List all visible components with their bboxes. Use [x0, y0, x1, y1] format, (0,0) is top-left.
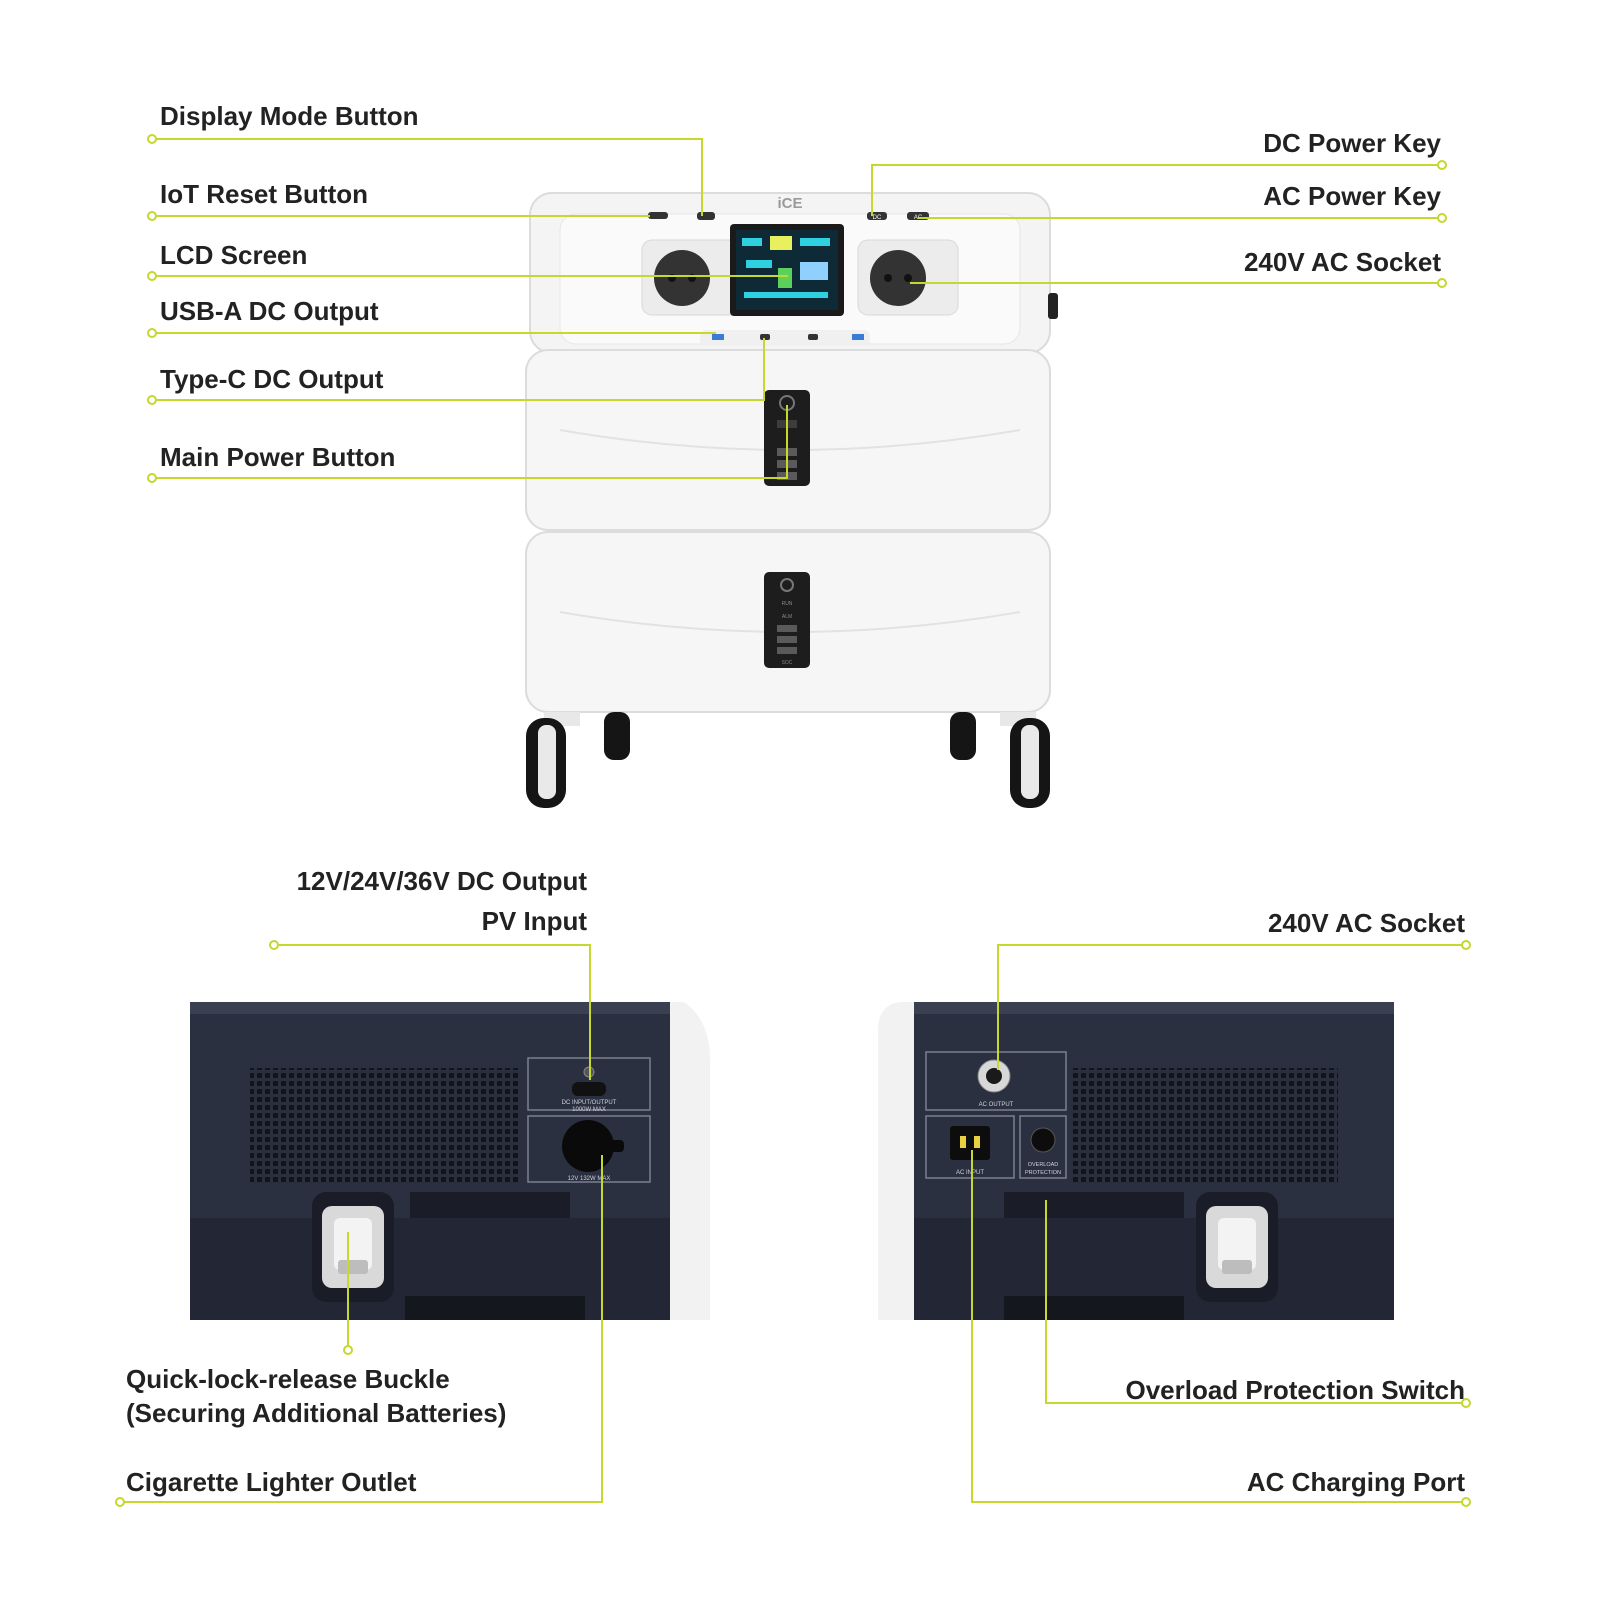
rear-left-device: DC INPUT/OUTPUT 1000W MAX 12V 132W MAX	[190, 1002, 710, 1320]
ac-input-panel	[925, 1115, 1015, 1179]
label-quick-lock-buckle-line1: Quick-lock-release Buckle	[126, 1364, 450, 1394]
overload-panel	[1019, 1115, 1067, 1179]
usb-a-port-1[interactable]	[712, 334, 724, 340]
label-ac-charging-port: AC Charging Port	[1246, 1467, 1465, 1497]
ac-output-panel	[925, 1051, 1067, 1111]
quick-lock-buckle-device[interactable]	[312, 1192, 394, 1302]
leader-type-c	[152, 338, 765, 401]
battery-run-text: RUN	[782, 601, 793, 607]
overload-label-2: PROTECTION	[1025, 1170, 1061, 1176]
label-iot-reset-button: IoT Reset Button	[160, 179, 368, 209]
dc-key-text: DC	[873, 215, 882, 221]
usb-a-port-2[interactable]	[852, 334, 864, 340]
label-lcd-screen: LCD Screen	[160, 240, 308, 270]
battery-2-panel	[764, 572, 810, 668]
leader-lines	[115, 134, 1471, 1507]
rear-right-device: AC OUTPUT AC INPUT OVERLOAD PROTECTION	[878, 1002, 1394, 1320]
leader-charging	[971, 1150, 1466, 1503]
right-ac-socket[interactable]	[870, 250, 926, 306]
dc-io-label-2: 1000W MAX	[572, 1107, 606, 1113]
cig-label: 12V 132W MAX	[568, 1176, 611, 1182]
dc-io-port[interactable]	[572, 1082, 606, 1096]
iot-reset-button-device[interactable]	[648, 212, 668, 219]
rear-right-buckle[interactable]	[1196, 1192, 1278, 1302]
label-dc-output-12-24-36v: 12V/24V/36V DC Output	[296, 866, 587, 896]
ac-output-label: AC OUTPUT	[979, 1102, 1014, 1108]
battery-alm-text: ALM	[782, 614, 792, 620]
overload-label-1: OVERLOAD	[1028, 1162, 1059, 1168]
label-pv-input: PV Input	[481, 906, 587, 936]
cig-panel	[527, 1115, 651, 1183]
label-240v-ac-socket-rear: 240V AC Socket	[1267, 908, 1465, 938]
dc-io-label-1: DC INPUT/OUTPUT	[562, 1100, 617, 1106]
battery-2-power-icon	[780, 578, 794, 592]
label-quick-lock-buckle-line2: (Securing Additional Batteries)	[126, 1398, 507, 1428]
usb-c-port-2[interactable]	[808, 334, 818, 340]
side-switch[interactable]	[1048, 293, 1058, 319]
label-ac-power-key: AC Power Key	[1263, 181, 1441, 211]
label-display-mode-button: Display Mode Button	[160, 101, 419, 131]
ac-input-label: AC INPUT	[956, 1170, 984, 1176]
ac-charging-port-device[interactable]	[950, 1126, 990, 1160]
leader-cig	[120, 1155, 603, 1503]
front-right-wheel	[1000, 712, 1050, 808]
front-device: iCE DC AC	[525, 192, 1058, 808]
label-type-c-dc-output: Type-C DC Output	[160, 364, 384, 394]
label-240v-ac-socket-front: 240V AC Socket	[1243, 247, 1441, 277]
battery-soc-text: SOC	[782, 660, 793, 666]
display-mode-button-device[interactable]	[697, 212, 715, 220]
leader-rear-ac-socket	[997, 944, 1466, 1070]
label-usb-a-dc-output: USB-A DC Output	[160, 296, 379, 326]
label-quick-lock-buckle: Quick-lock-release Buckle (Securing Addi…	[126, 1362, 506, 1430]
rear-right-wheel	[950, 712, 976, 760]
label-cigarette-lighter-outlet: Cigarette Lighter Outlet	[126, 1467, 417, 1497]
leader-main-power	[152, 405, 788, 479]
left-ac-socket[interactable]	[654, 250, 710, 306]
leader-dc-pv	[274, 944, 591, 1080]
leader-dc-key	[871, 164, 1442, 216]
rear-right-vent	[1070, 1068, 1338, 1183]
leader-overload	[1045, 1200, 1466, 1404]
label-dc-power-key: DC Power Key	[1263, 128, 1441, 158]
brand-logo: iCE	[777, 195, 802, 212]
usb-c-port-1[interactable]	[760, 334, 770, 340]
rear-left-wheel	[604, 712, 630, 760]
overload-switch-device[interactable]	[1030, 1127, 1056, 1153]
rear-left-vent	[250, 1068, 518, 1183]
label-overload-protection-switch: Overload Protection Switch	[1125, 1375, 1465, 1405]
label-main-power-button: Main Power Button	[160, 442, 396, 472]
leader-display-mode	[152, 138, 703, 216]
front-left-wheel	[526, 712, 580, 808]
